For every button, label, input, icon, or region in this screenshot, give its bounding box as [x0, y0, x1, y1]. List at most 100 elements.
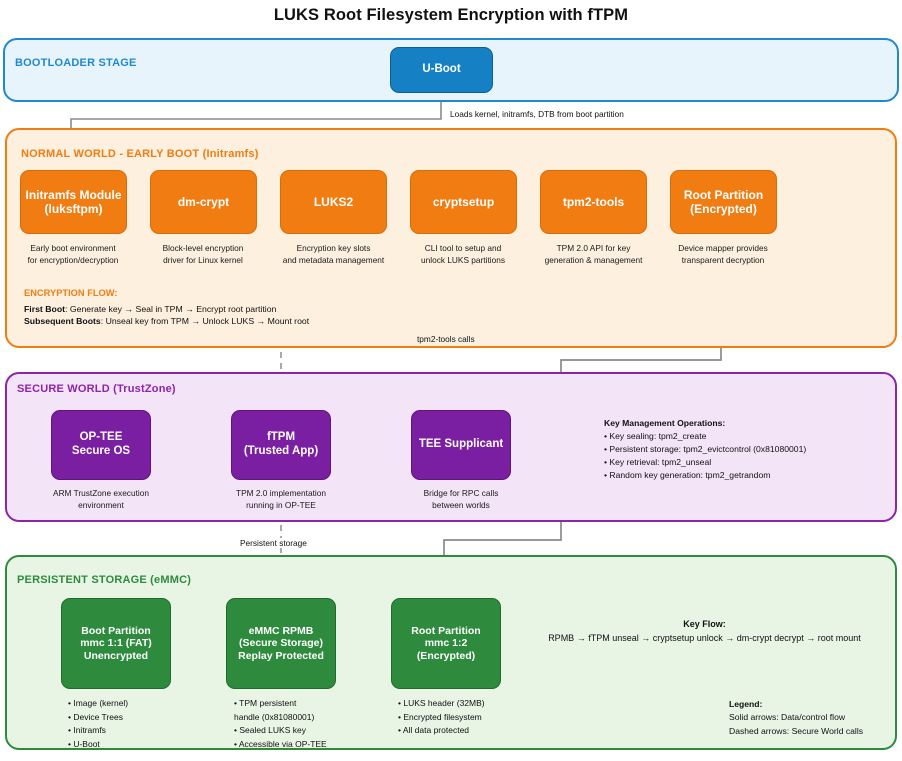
bullet-item: handle (0x81080001): [234, 711, 315, 722]
caption-initramfs-module: Early boot environment for encryption/de…: [3, 243, 143, 267]
bullet-item: • All data protected: [398, 725, 470, 736]
node-op-tee-secure-os[interactable]: OP-TEE Secure OS: [51, 410, 151, 480]
bullets-root-partition-storage: • LUKS header (32MB) • Encrypted filesys…: [398, 697, 485, 738]
key-ops-item: • Random key generation: tpm2_getrandom: [604, 469, 771, 480]
node-luks2-line1: LUKS2: [313, 194, 354, 209]
key-ops-item: • Persistent storage: tpm2_evictcontrol …: [604, 443, 807, 454]
node-boot-partition[interactable]: Boot Partition mmc 1:1 (FAT) Unencrypted: [61, 598, 171, 689]
caption-line2: transparent decryption: [681, 254, 765, 265]
caption-line1: TPM 2.0 API for key: [556, 243, 631, 253]
caption-tee-supplicant: Bridge for RPC calls between worlds: [391, 488, 531, 512]
caption-line1: Encryption key slots: [296, 243, 371, 253]
node-ftpm-line2: (Trusted App): [243, 445, 319, 457]
bullet-item: • Initramfs: [68, 725, 106, 736]
section-secure-world: SECURE WORLD (TrustZone): [5, 372, 897, 522]
node-emmc-rpmb-line3: Replay Protected: [238, 649, 324, 662]
caption-root-partition: Device mapper provides transparent decry…: [653, 243, 793, 267]
key-ops-item: • Key sealing: tpm2_create: [604, 430, 707, 441]
bullet-item: • U-Boot: [68, 738, 100, 749]
legend-block: Legend: Solid arrows: Data/control flow …: [729, 698, 863, 738]
node-root-partition-storage-line3: (Encrypted): [416, 649, 476, 662]
node-root-partition-storage[interactable]: Root Partition mmc 1:2 (Encrypted): [391, 598, 501, 689]
section-label-secure-world: SECURE WORLD (TrustZone): [17, 383, 176, 395]
caption-line1: Bridge for RPC calls: [423, 488, 499, 498]
node-u-boot-title: U-Boot: [422, 63, 461, 76]
bullet-item: • TPM persistent: [234, 698, 297, 708]
caption-tpm2-tools: TPM 2.0 API for key generation & managem…: [521, 243, 666, 267]
section-normal-world: NORMAL WORLD - EARLY BOOT (Initramfs): [5, 128, 897, 348]
section-label-bootloader: BOOTLOADER STAGE: [15, 57, 137, 69]
flow-first-boot-label: First Boot: [24, 304, 66, 314]
legend-heading: Legend:: [729, 699, 763, 709]
flow-subsequent-text: : Unseal key from TPM → Unlock LUKS → Mo…: [100, 316, 310, 326]
node-initramfs-module-line1: Initramfs Module: [25, 187, 122, 202]
bullet-item: • Accessible via OP-TEE: [234, 738, 327, 749]
bullet-item: • LUKS header (32MB): [398, 698, 485, 708]
node-cryptsetup[interactable]: cryptsetup: [410, 170, 517, 234]
node-op-tee-line2: Secure OS: [71, 445, 131, 457]
bullet-item: • Device Trees: [68, 711, 123, 722]
key-flow-text: RPMB → fTPM unseal → cryptsetup unlock →…: [548, 632, 861, 643]
caption-line1: CLI tool to setup and: [424, 243, 502, 253]
node-tpm2-tools[interactable]: tpm2-tools: [540, 170, 647, 234]
encryption-flow-heading: ENCRYPTION FLOW:: [24, 288, 118, 298]
encryption-flow-first-boot: First Boot: Generate key → Seal in TPM →…: [24, 303, 276, 316]
bullets-boot-partition: • Image (kernel) • Device Trees • Initra…: [68, 697, 128, 751]
flow-first-boot-text: : Generate key → Seal in TPM → Encrypt r…: [65, 304, 277, 314]
node-ftpm-line1: fTPM: [266, 431, 296, 444]
key-flow-heading: Key Flow:: [683, 619, 726, 629]
flow-subsequent-label: Subsequent Boots: [24, 316, 101, 326]
caption-cryptsetup: CLI tool to setup and unlock LUKS partit…: [393, 243, 533, 267]
legend-item-solid: Solid arrows: Data/control flow: [729, 712, 846, 723]
bullet-item: • Encrypted filesystem: [398, 711, 482, 722]
node-initramfs-module[interactable]: Initramfs Module (luksftpm): [20, 170, 127, 234]
caption-line2: generation & management: [544, 254, 643, 265]
section-label-persistent-storage: PERSISTENT STORAGE (eMMC): [17, 574, 192, 586]
node-dm-crypt[interactable]: dm-crypt: [150, 170, 257, 234]
section-label-normal-world: NORMAL WORLD - EARLY BOOT (Initramfs): [21, 148, 259, 160]
caption-ftpm: TPM 2.0 implementation running in OP-TEE: [211, 488, 351, 512]
legend-item-dashed: Dashed arrows: Secure World calls: [729, 725, 864, 736]
caption-line2: driver for Linux kernel: [163, 254, 243, 265]
key-ops-heading: Key Management Operations:: [604, 418, 726, 428]
encryption-flow-subsequent-boots: Subsequent Boots: Unseal key from TPM → …: [24, 315, 309, 328]
node-root-partition-storage-line1: Root Partition: [411, 624, 481, 637]
node-tee-supplicant-line1: TEE Supplicant: [418, 438, 504, 451]
node-emmc-rpmb-line1: eMMC RPMB: [248, 624, 314, 637]
bullet-item: • Image (kernel): [68, 698, 129, 708]
node-cryptsetup-line1: cryptsetup: [432, 194, 495, 209]
node-tpm2-tools-line1: tpm2-tools: [562, 194, 625, 209]
node-dm-crypt-line1: dm-crypt: [177, 194, 230, 209]
node-ftpm-trusted-app[interactable]: fTPM (Trusted App): [231, 410, 331, 480]
caption-line2: and metadata management: [282, 254, 385, 265]
caption-line1: ARM TrustZone execution: [53, 488, 149, 498]
edge-label-persistent-storage: Persistent storage: [238, 538, 309, 548]
node-u-boot[interactable]: U-Boot: [390, 47, 493, 93]
caption-line2: unlock LUKS partitions: [421, 254, 505, 265]
key-management-operations: Key Management Operations: • Key sealing…: [604, 417, 806, 481]
caption-line1: Block-level encryption: [162, 243, 244, 253]
bullet-item: • Sealed LUKS key: [234, 725, 306, 736]
caption-line2: between worlds: [432, 499, 490, 510]
node-root-partition-line2: (Encrypted): [690, 202, 757, 216]
caption-op-tee: ARM TrustZone execution environment: [31, 488, 171, 512]
caption-line2: running in OP-TEE: [246, 499, 316, 510]
node-boot-partition-line1: Boot Partition: [81, 624, 151, 637]
caption-line2: for encryption/decryption: [27, 254, 119, 265]
caption-line1: Early boot environment: [30, 243, 116, 253]
node-tee-supplicant[interactable]: TEE Supplicant: [411, 410, 511, 480]
key-ops-item: • Key retrieval: tpm2_unseal: [604, 456, 712, 467]
edge-label-loads-kernel: Loads kernel, initramfs, DTB from boot p…: [448, 109, 626, 119]
page-title: LUKS Root Filesystem Encryption with fTP…: [273, 6, 629, 24]
bullets-emmc-rpmb: • TPM persistent handle (0x81080001) • S…: [234, 697, 327, 751]
node-luks2[interactable]: LUKS2: [280, 170, 387, 234]
node-root-partition-line1: Root Partition: [683, 187, 764, 202]
caption-dm-crypt: Block-level encryption driver for Linux …: [133, 243, 273, 267]
node-emmc-rpmb[interactable]: eMMC RPMB (Secure Storage) Replay Protec…: [226, 598, 336, 689]
caption-line1: TPM 2.0 implementation: [236, 488, 326, 498]
node-initramfs-module-line2: (luksftpm): [44, 202, 103, 216]
node-boot-partition-line2: mmc 1:1 (FAT): [80, 637, 152, 650]
caption-line2: environment: [78, 499, 124, 510]
node-root-partition-storage-line2: mmc 1:2: [424, 637, 468, 650]
node-root-partition-encrypted[interactable]: Root Partition (Encrypted): [670, 170, 777, 234]
